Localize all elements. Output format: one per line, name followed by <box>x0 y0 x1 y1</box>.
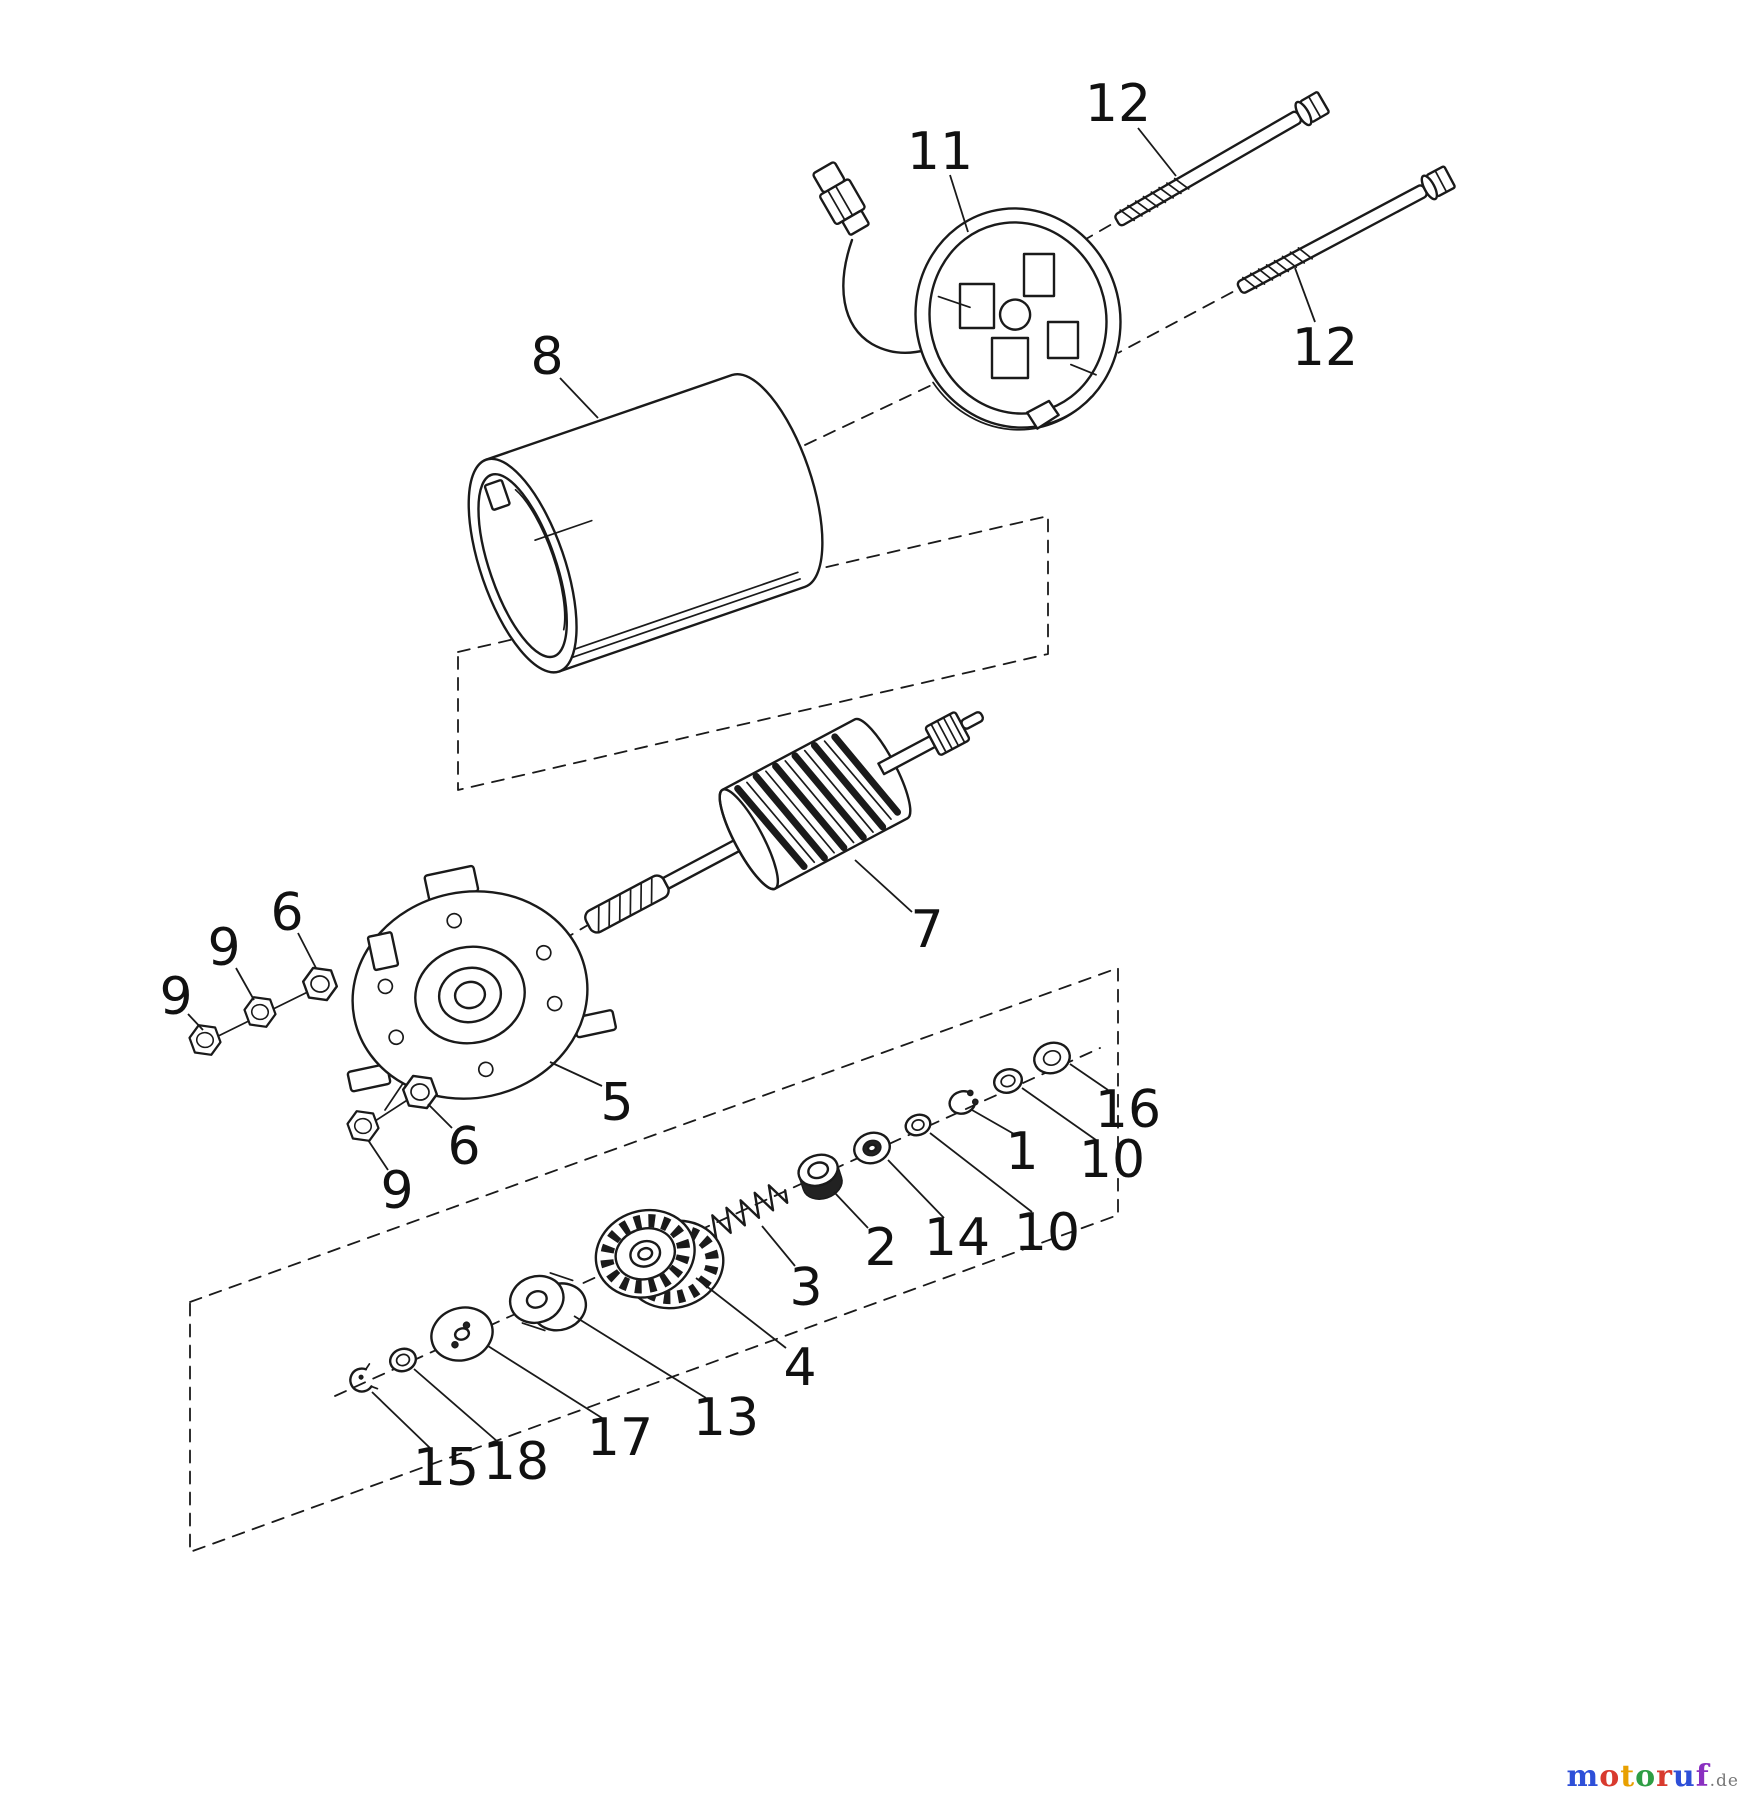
callout-6-lower: 6 <box>447 1117 480 1177</box>
washer-16 <box>1033 1041 1071 1075</box>
armature-7 <box>584 711 985 934</box>
retaining-ring-1 <box>948 1089 979 1115</box>
washer-10-inner <box>904 1113 932 1137</box>
callout-8: 8 <box>530 327 563 387</box>
callout-3: 3 <box>789 1258 822 1318</box>
hex-nut-9-left <box>186 1023 224 1057</box>
callout-11: 11 <box>907 122 973 182</box>
field-housing-8 <box>467 372 824 674</box>
callout-17: 17 <box>587 1408 653 1468</box>
spacer-13 <box>508 1272 588 1332</box>
washer-10-outer <box>993 1068 1023 1094</box>
callout-2: 2 <box>864 1218 897 1278</box>
callout-10-inner: 10 <box>1014 1203 1080 1263</box>
pinion-gear-4 <box>594 1208 725 1310</box>
brush-end-cap-11 <box>812 161 1122 431</box>
callout-9-lower: 9 <box>380 1161 413 1221</box>
callout-14: 14 <box>924 1208 990 1268</box>
callout-5: 5 <box>600 1073 633 1133</box>
watermark-logo: motoruf.de <box>1566 1759 1739 1794</box>
callout-1: 1 <box>1005 1122 1038 1182</box>
lower-projection-plane <box>189 967 1119 1553</box>
callout-6-upper: 6 <box>270 883 303 943</box>
watermark-text: motoruf.de <box>1566 1759 1739 1794</box>
callout-9-left: 9 <box>159 967 192 1027</box>
callout-12-lower: 12 <box>1292 318 1358 378</box>
mounting-plate-5 <box>346 864 617 1100</box>
callout-18: 18 <box>483 1432 549 1492</box>
callout-15: 15 <box>413 1438 479 1498</box>
hex-nut-9-upper <box>241 995 279 1029</box>
washer-14 <box>853 1131 891 1165</box>
hex-nut-9-lower <box>344 1109 382 1143</box>
callout-7: 7 <box>910 900 943 960</box>
upper-projection-plane <box>457 515 1049 791</box>
drive-plate-17 <box>430 1306 494 1362</box>
hex-nut-6-upper <box>299 965 341 1003</box>
callout-16: 16 <box>1095 1080 1161 1140</box>
callout-leader-lines <box>187 127 1316 1449</box>
spring-3 <box>711 1184 789 1242</box>
wire-connector <box>812 161 870 236</box>
callout-9-upper: 9 <box>207 918 240 978</box>
washer-18 <box>388 1347 418 1373</box>
callout-12-upper: 12 <box>1085 74 1151 134</box>
callout-10-outer: 10 <box>1079 1130 1145 1190</box>
stop-collar-2 <box>797 1153 843 1200</box>
callout-13: 13 <box>693 1388 759 1448</box>
e-clip-15 <box>349 1363 379 1393</box>
callout-4: 4 <box>783 1338 816 1398</box>
